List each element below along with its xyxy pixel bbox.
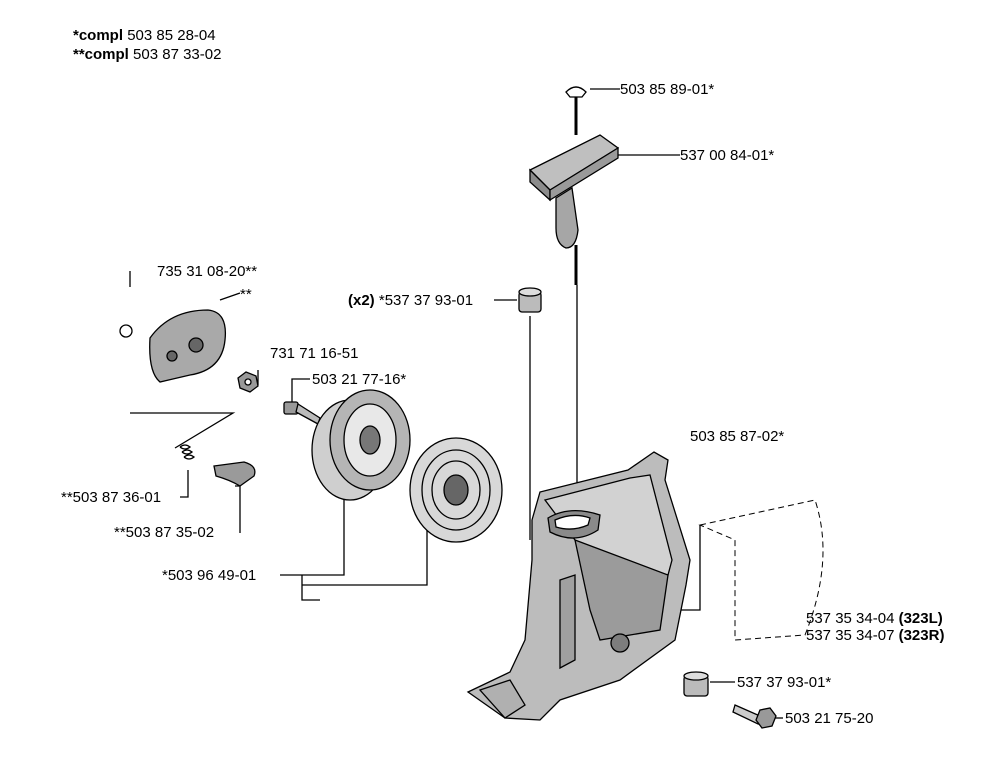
part-label-503873502: **503 87 35-02: [114, 524, 215, 541]
part-label-735310820: 735 31 08-20**: [157, 263, 258, 280]
leader-line-spring: [302, 500, 428, 586]
rope-assembly: [565, 86, 587, 285]
header-compl-number-2: 503 87 33-02: [133, 46, 222, 63]
bushing-cap-icon: [518, 287, 542, 313]
rope-knot-icon: [565, 86, 587, 98]
recoil-spring-icon: [409, 437, 503, 543]
leader-line-503217716: [291, 378, 310, 402]
screw-icon: [283, 401, 321, 425]
part-label-starstar: **: [240, 286, 252, 303]
part-label-537353407: 537 35 34-07 (323R): [806, 627, 944, 644]
quantity-x2: (x2): [348, 292, 375, 309]
leader-line-cover-spring: [130, 412, 236, 449]
part-label-503858702: 503 85 87-02*: [690, 428, 785, 445]
pawl-spring-icon: [179, 444, 196, 460]
leader-line-bracket: [301, 575, 320, 601]
bushing-icon: [683, 671, 709, 697]
starter-cover-plate-icon: [119, 309, 227, 383]
part-label-503858901: 503 85 89-01*: [620, 81, 715, 98]
header-compl-number-1: 503 85 28-04: [127, 27, 216, 44]
part-label-731711651: 731 71 16-51: [270, 345, 359, 362]
leader-line-starstar: [219, 292, 241, 301]
rope-pulley-icon: [311, 389, 411, 501]
part-label-503217716: 503 21 77-16*: [312, 371, 407, 388]
decal-outline: [698, 499, 824, 641]
header-line-1: *compl 503 85 28-04: [73, 27, 216, 44]
header-compl-prefix-1: *compl: [73, 27, 124, 44]
part-label-537353404: 537 35 34-04 (323L): [806, 610, 943, 627]
model-323r: (323R): [898, 627, 945, 644]
model-323l: (323L): [898, 610, 943, 627]
leader-line-pulley: [280, 500, 345, 576]
part-label-503964901: *503 96 49-01: [162, 567, 257, 584]
leader-line-503873502: [235, 485, 241, 533]
pawl-icon: [213, 461, 256, 487]
part-label-537008401: 537 00 84-01*: [680, 147, 775, 164]
part-label-503217520: 503 21 75-20: [785, 710, 874, 727]
part-label-537379301: 537 37 93-01*: [737, 674, 832, 691]
header-line-2: **compl 503 87 33-02: [73, 46, 221, 63]
starter-handle-icon: [528, 134, 620, 249]
starter-housing-icon: [466, 451, 691, 721]
nut-icon: [237, 371, 259, 393]
part-label-503873601: **503 87 36-01: [61, 489, 162, 506]
part-number-537353407: 537 35 34-07: [806, 627, 895, 644]
leader-line-537353404: [680, 525, 701, 611]
leader-lines: [129, 88, 783, 719]
part-number-537379301-x2: *537 37 93-01: [378, 292, 474, 309]
part-label-537379301-x2: (x2) *537 37 93-01: [348, 292, 473, 309]
header-compl-prefix-2: **compl: [73, 46, 129, 63]
part-number-537353404: 537 35 34-04: [806, 610, 895, 627]
housing-screw-icon: [732, 704, 777, 729]
leader-line-503873601: [180, 470, 189, 498]
